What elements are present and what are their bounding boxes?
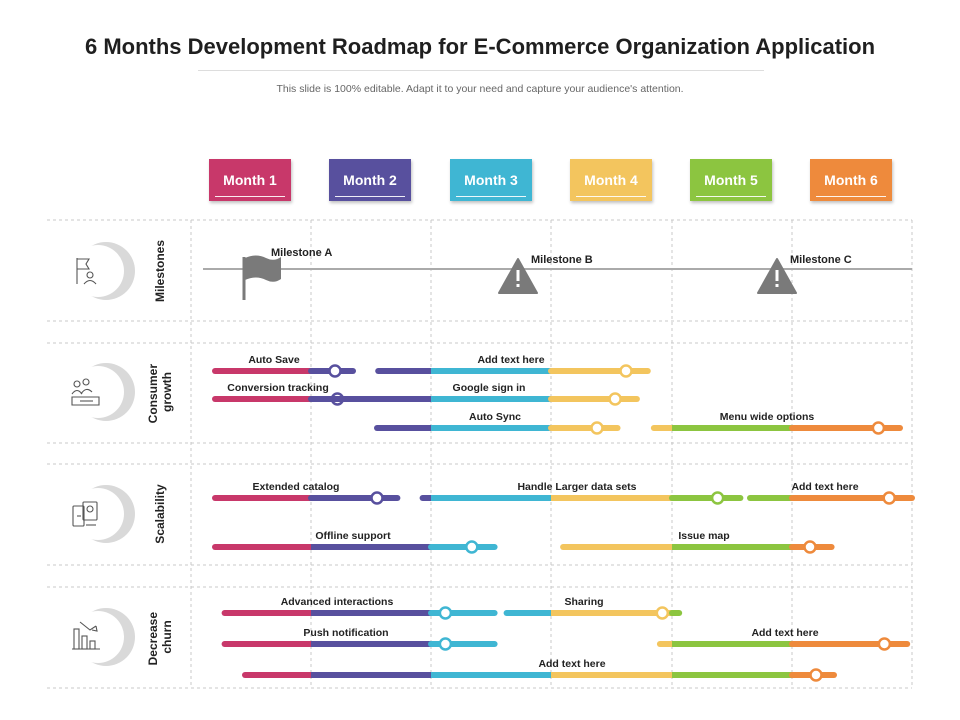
- task-label: Conversion tracking: [227, 382, 329, 394]
- milestone-c: Milestone C: [757, 254, 852, 294]
- task-label: Add text here: [791, 481, 858, 493]
- row-label-milestones: Milestones: [153, 240, 167, 302]
- row-icon-milestones: [72, 242, 135, 300]
- task-progress-marker: [655, 606, 670, 620]
- title-divider: [198, 70, 764, 71]
- people-tree-icon: [71, 378, 100, 406]
- task-label: Add text here: [751, 627, 818, 639]
- page-subtitle: This slide is 100% editable. Adapt it to…: [276, 83, 684, 95]
- task-bar: Add text here: [656, 627, 911, 651]
- task-progress-marker: [871, 421, 886, 435]
- task-bar: Advanced interactions: [221, 596, 498, 620]
- task-progress-marker: [608, 392, 622, 406]
- task-label: Push notification: [303, 627, 388, 639]
- task-bar: Auto Sync: [374, 411, 621, 435]
- task-bar: Google sign in: [317, 382, 640, 406]
- warning-icon: [498, 258, 538, 294]
- task-label: Auto Save: [248, 354, 300, 366]
- task-progress-marker: [370, 491, 384, 505]
- month-label: Month 4: [584, 172, 638, 188]
- task-bar: Extended catalog: [212, 481, 401, 505]
- month-label: Month 3: [464, 172, 518, 188]
- task-label: Auto Sync: [469, 411, 521, 423]
- task-bar: Add text here: [242, 658, 837, 682]
- month-label: Month 5: [704, 172, 758, 188]
- task-bar: Issue map: [560, 530, 835, 554]
- flag-icon: [242, 255, 281, 300]
- task-bar: Push notification: [221, 627, 498, 651]
- milestone-label: Milestone B: [531, 254, 593, 266]
- month-4-header: Month 4: [570, 159, 652, 201]
- bar-chart-down-icon: [72, 621, 100, 650]
- devices-icon: [72, 501, 98, 527]
- milestone-label: Milestone A: [271, 247, 332, 259]
- task-label: Extended catalog: [253, 481, 340, 493]
- task-label: Offline support: [315, 530, 391, 542]
- task-progress-marker: [803, 540, 817, 554]
- task-progress-marker: [590, 421, 604, 435]
- flag-person-icon: [76, 258, 97, 285]
- task-bar: Handle Larger data sets: [419, 481, 744, 505]
- task-bar: Auto Save: [212, 354, 356, 378]
- task-label: Google sign in: [453, 382, 526, 394]
- month-3-header: Month 3: [450, 159, 532, 201]
- task-bar: Offline support: [212, 530, 498, 554]
- task-label: Handle Larger data sets: [517, 481, 636, 493]
- task-progress-marker: [438, 637, 453, 651]
- task-progress-marker: [619, 364, 633, 378]
- row-icon-decrease-churn: [72, 608, 135, 666]
- milestone-b: Milestone B: [498, 254, 593, 294]
- task-label: Add text here: [538, 658, 605, 670]
- task-bar: Add text here: [375, 354, 651, 378]
- month-2-header: Month 2: [329, 159, 411, 201]
- task-progress-marker: [438, 606, 453, 620]
- month-label: Month 6: [824, 172, 878, 188]
- month-6-header: Month 6: [810, 159, 892, 201]
- milestone-label: Milestone C: [790, 254, 852, 266]
- page-title: 6 Months Development Roadmap for E-Comme…: [84, 34, 876, 59]
- task-label: Issue map: [678, 530, 729, 542]
- row-label-decrease-churn: Decrease churn: [146, 609, 174, 666]
- task-progress-marker: [809, 668, 823, 682]
- month-label: Month 2: [343, 172, 397, 188]
- month-5-header: Month 5: [690, 159, 772, 201]
- month-1-header: Month 1: [209, 159, 291, 201]
- task-bar: Add text here: [747, 481, 915, 505]
- task-bar: Menu wide options: [650, 411, 903, 435]
- row-icon-scalability: [72, 485, 135, 543]
- milestone-a: Milestone A: [242, 247, 332, 300]
- row-label-scalability: Scalability: [153, 484, 167, 544]
- task-label: Sharing: [564, 596, 603, 608]
- row-icon-consumer-growth: [71, 363, 135, 421]
- task-label: Advanced interactions: [281, 596, 394, 608]
- task-label: Menu wide options: [720, 411, 815, 423]
- warning-icon: [757, 258, 797, 294]
- task-bar: Sharing: [503, 596, 683, 620]
- month-label: Month 1: [223, 172, 277, 188]
- task-progress-marker: [877, 637, 892, 651]
- task-progress-marker: [710, 491, 725, 505]
- task-progress-marker: [328, 364, 342, 378]
- row-label-consumer-growth: Consumer growth: [146, 361, 174, 424]
- task-progress-marker: [882, 491, 896, 505]
- task-label: Add text here: [477, 354, 544, 366]
- task-progress-marker: [465, 540, 479, 554]
